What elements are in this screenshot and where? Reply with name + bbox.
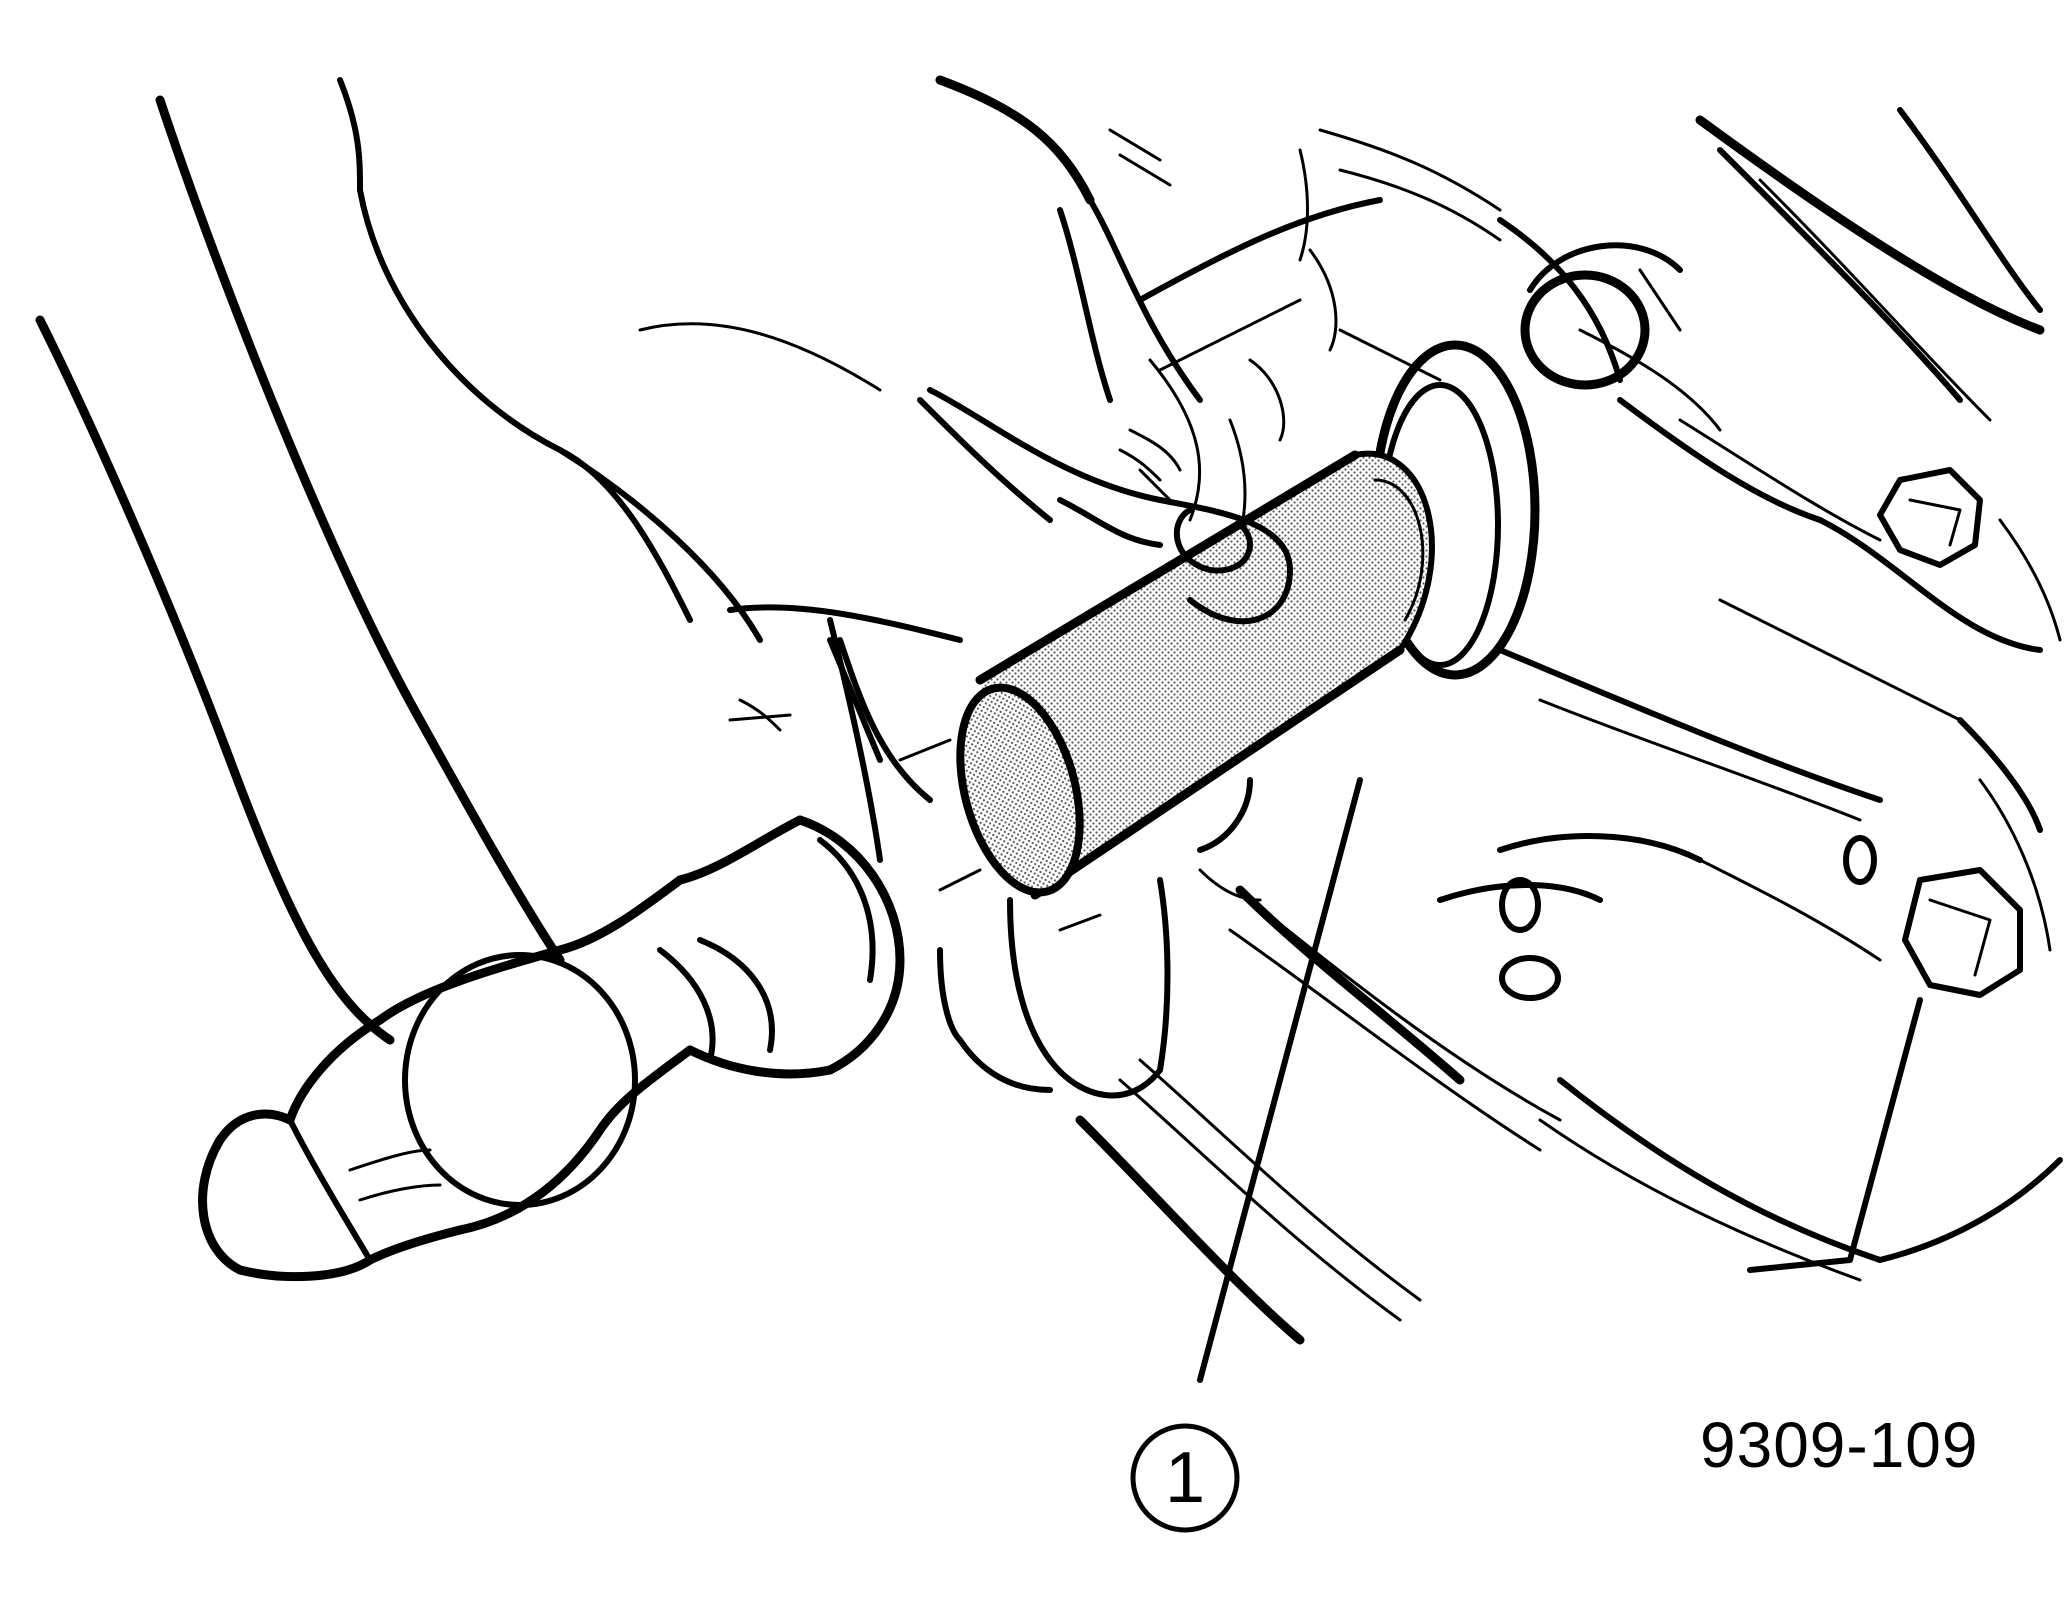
housing-holes — [1499, 835, 1877, 1001]
arm — [35, 77, 1102, 1045]
housing-bolt-right — [1877, 467, 1983, 568]
housing-bolt-lower — [1902, 867, 2023, 998]
seal-installer-tool — [956, 450, 1435, 900]
callout-number: 1 — [1165, 1438, 1205, 1518]
transmission-housing — [1075, 107, 2063, 1345]
hammer — [198, 815, 905, 1282]
callout-leaders — [1197, 777, 1923, 1383]
housing-bolt-upper — [1520, 242, 1683, 390]
callout-1: 1 — [1130, 1423, 1240, 1533]
figure-id-label: 9309-109 — [1700, 1409, 1979, 1481]
hand — [638, 75, 1293, 1099]
